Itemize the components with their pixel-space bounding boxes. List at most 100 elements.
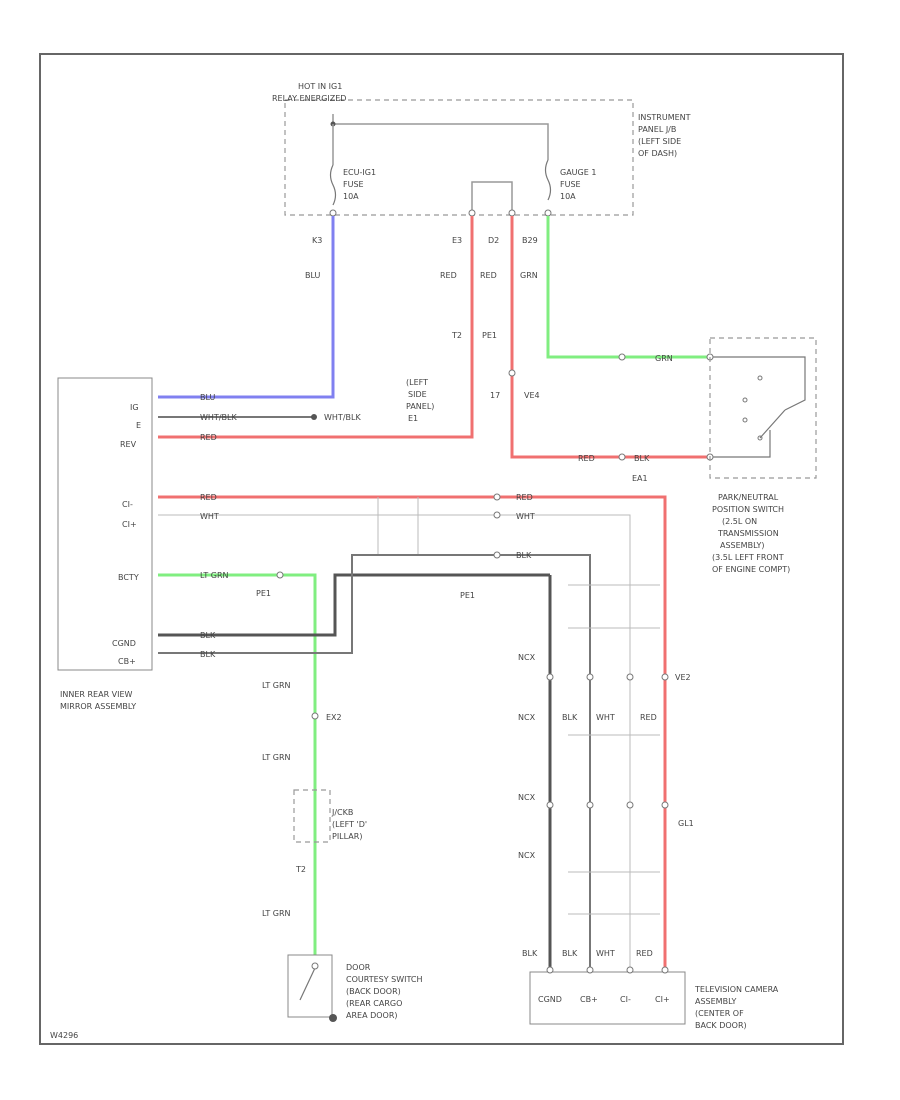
pn-contact-2 [742, 397, 748, 403]
ground-e1-label-4: E1 [408, 414, 418, 423]
pn-contact-3 [742, 417, 748, 423]
wire-label-wht-blk-b: WHT/BLK [324, 413, 361, 422]
door-switch-box [287, 954, 333, 1018]
ecu-fuse-label-3: 10A [343, 192, 359, 201]
camera-pin-cb-plus: CB+ [580, 995, 598, 1004]
junction-box [293, 789, 331, 843]
ve2-pin-3 [626, 673, 634, 681]
ncx-label-1: NCX [518, 653, 536, 662]
t2-label: T2 [451, 331, 462, 340]
gl1-pin-1 [546, 801, 554, 809]
mirror-pin-ig: IG [130, 403, 139, 412]
ex2-label: EX2 [326, 713, 342, 722]
mirror-pin-bcty: BCTY [118, 573, 139, 582]
red-pn-label: RED [578, 454, 595, 463]
wire-label-red-rev: RED [200, 433, 217, 442]
pe1-connector-a [276, 571, 284, 579]
pn-label-2: POSITION SWITCH [712, 505, 784, 514]
ea1-connector-a [618, 453, 626, 461]
wire-label-red-ci: RED [200, 493, 217, 502]
ip-jb-label-2: PANEL J/B [638, 125, 676, 134]
ecu-fuse-label-1: ECU-IG1 [343, 168, 376, 177]
bcty-lt-grn-wire [158, 573, 317, 965]
wire-label-lt-grn: LT GRN [200, 571, 229, 580]
camera-pin-3 [626, 966, 634, 974]
cgnd-dark-wire [158, 573, 470, 637]
k3-label: K3 [312, 236, 322, 245]
wire-label-red-cam-a: RED [640, 713, 657, 722]
pn-label-4: TRANSMISSION [717, 529, 779, 538]
door-switch-label-2: COURTESY SWITCH [346, 975, 423, 984]
camera-pin-1 [546, 966, 554, 974]
door-switch-terminal [311, 962, 319, 970]
ve2-label: VE2 [675, 673, 691, 682]
red-d2-label: RED [480, 271, 497, 280]
camera-pin-ci-minus: CI- [620, 995, 631, 1004]
gl1-pin-4 [661, 801, 669, 809]
ve2-pin-2 [586, 673, 594, 681]
cam-wire-blk-a: BLK [522, 949, 538, 958]
gauge-fuse-label-3: 10A [560, 192, 576, 201]
relay-label-1: HOT IN IG1 [298, 82, 342, 91]
junction-label-3: PILLAR) [332, 832, 362, 841]
grn-pn-label: GRN [655, 354, 673, 363]
red-rev-wire [158, 216, 474, 439]
diagram-code: W4296 [50, 1031, 78, 1040]
ip-jb-label-1: INSTRUMENT [638, 113, 691, 122]
camera-box [529, 971, 686, 1025]
camera-label-2: ASSEMBLY [695, 997, 736, 1006]
jb-bus [332, 114, 549, 160]
grn-gauge-wire [546, 216, 710, 359]
ncx-label-2: NCX [518, 713, 536, 722]
ci-minus-red-wire [158, 495, 667, 970]
ground-e1-dot [311, 414, 317, 420]
mirror-pin-cgnd: CGND [112, 639, 136, 648]
camera-pin-ci-plus: CI+ [655, 995, 670, 1004]
camera-label-1: TELEVISION CAMERA [694, 985, 779, 994]
red-e3-label: RED [440, 271, 457, 280]
pe1-label: PE1 [482, 331, 497, 340]
wire-label-wht-cam-a: WHT [596, 713, 615, 722]
door-switch-label-3: (BACK DOOR) [346, 987, 401, 996]
camera-label-3: (CENTER OF [695, 1009, 744, 1018]
pn-switch-wire-b [713, 430, 771, 458]
t2-label-b: T2 [295, 865, 306, 874]
ea1-label: EA1 [632, 474, 648, 483]
lt-grn-label-3: LT GRN [262, 909, 291, 918]
pe1-label-c: PE1 [460, 591, 475, 600]
pn-label-5: ASSEMBLY) [720, 541, 764, 550]
wire-label-red-ci-b: RED [516, 493, 533, 502]
wire-label-wht-ci-b: WHT [516, 512, 535, 521]
ve2-pin-1 [546, 673, 554, 681]
mirror-pin-e: E [136, 421, 141, 430]
gl1-pin-3 [626, 801, 634, 809]
junction-label-2: (LEFT 'D' [332, 820, 367, 829]
ground-e1-label-2: SIDE [408, 390, 427, 399]
gl1-label: GL1 [678, 819, 694, 828]
d2-terminal [508, 209, 516, 217]
pn-contact-1 [757, 375, 763, 381]
inner-mirror-box [57, 377, 153, 671]
relay-label-2: RELAY ENERGIZED [272, 94, 346, 103]
pn-switch-box [709, 337, 817, 479]
ex2-connector [311, 712, 319, 720]
door-switch-label-4: (REAR CARGO [346, 999, 402, 1008]
junction-label-1: J/CKB [331, 808, 353, 817]
pn-label-1: PARK/NEUTRAL [718, 493, 779, 502]
wire-label-blk-a: BLK [200, 631, 216, 640]
ecu-fuse-label-2: FUSE [343, 180, 364, 189]
pn-switch-arm [759, 409, 786, 439]
ncx-label-4: NCX [518, 851, 536, 860]
lt-grn-label-2: LT GRN [262, 753, 291, 762]
mirror-pin-ci-plus: CI+ [122, 520, 137, 529]
ip-jb-label-3: (LEFT SIDE [638, 137, 681, 146]
ci-wht-connector [493, 511, 501, 519]
ip-jb-label-4: OF DASH) [638, 149, 677, 158]
door-switch-label-5: AREA DOOR) [346, 1011, 398, 1020]
ground-e1-label-1: (LEFT [406, 378, 428, 387]
instrument-panel-jb-box [284, 99, 634, 216]
ecu-fuse-terminal [329, 209, 337, 217]
blk-pn-label: BLK [634, 454, 650, 463]
gauge-fuse-label-1: GAUGE 1 [560, 168, 596, 177]
